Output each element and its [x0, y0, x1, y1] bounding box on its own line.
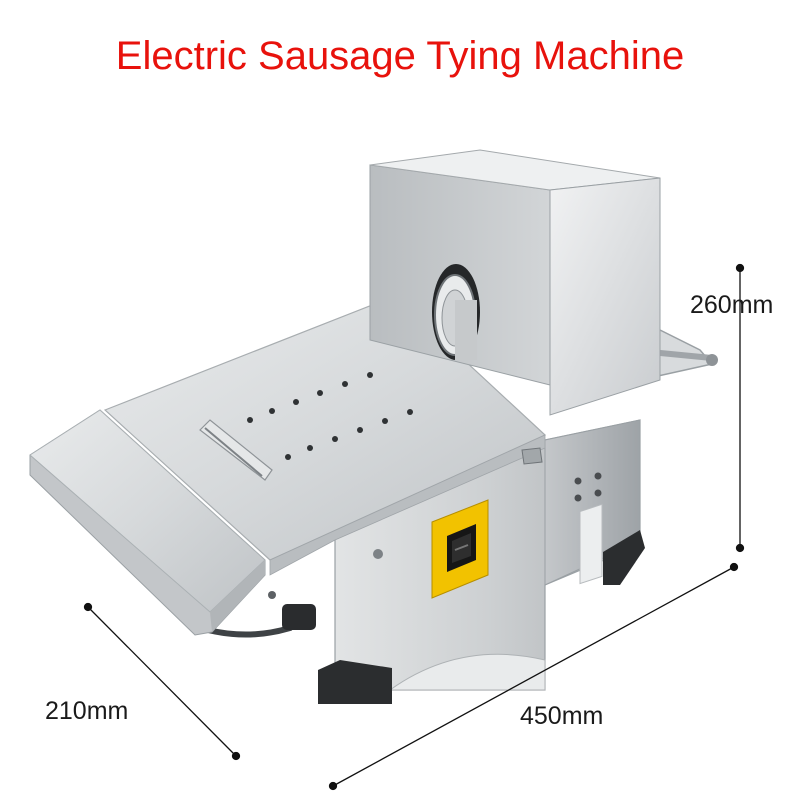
- feed-tray: [29, 409, 266, 636]
- height-dimension-label: 260mm: [690, 291, 774, 319]
- power-switch-panel[interactable]: [431, 499, 489, 599]
- product-title: Electric Sausage Tying Machine: [115, 34, 685, 78]
- dimension-lines: [83, 263, 745, 791]
- depth-dimension-label: 210mm: [45, 697, 129, 725]
- power-cable: [205, 591, 316, 638]
- work-table: [103, 295, 547, 576]
- motor-hood: [369, 149, 661, 465]
- width-dimension-label: 450mm: [520, 702, 604, 730]
